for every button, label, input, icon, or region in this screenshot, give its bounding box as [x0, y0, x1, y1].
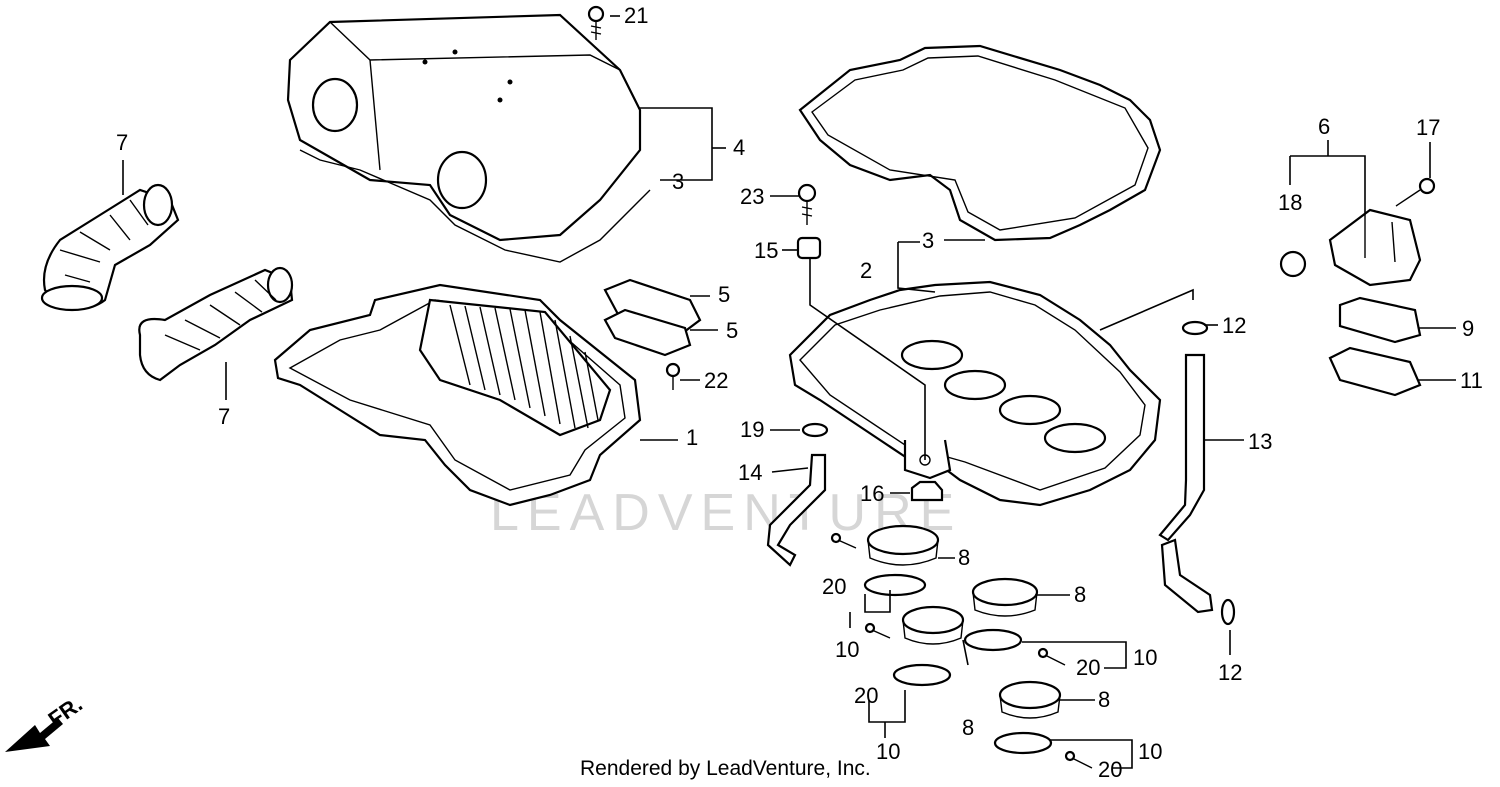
- callout-7-lower: 7: [218, 404, 230, 429]
- bolt-21: [587, 5, 605, 40]
- clip-19: [801, 422, 829, 438]
- callout-17: 17: [1416, 115, 1440, 140]
- callout-8c: 8: [962, 715, 974, 740]
- clamp-10c: [892, 663, 952, 687]
- clip-12-upper: [1181, 320, 1209, 336]
- callout-8a: 8: [958, 545, 970, 570]
- air-cleaner-cover: [286, 13, 651, 263]
- filter-9: [1338, 296, 1422, 344]
- callout-2: 2: [860, 258, 872, 283]
- grommet-15: [796, 236, 822, 260]
- clamp-10a: [863, 573, 927, 597]
- callout-10a: 10: [835, 637, 859, 662]
- grommet-16: [910, 480, 944, 502]
- callout-16: 16: [860, 481, 884, 506]
- callout-9: 9: [1462, 316, 1474, 341]
- callout-7-upper: 7: [116, 130, 128, 155]
- intake-boot-8c: [901, 605, 965, 645]
- callout-13: 13: [1248, 429, 1272, 454]
- intake-boot-8d: [998, 680, 1062, 719]
- air-cleaner-case: [788, 280, 1162, 507]
- bolt-17: [1395, 177, 1436, 207]
- intake-boot-8a: [866, 524, 940, 566]
- callout-15: 15: [754, 238, 778, 263]
- bolt-23: [797, 183, 817, 225]
- callout-3-right: 3: [922, 228, 934, 253]
- intake-duct-lower: [138, 266, 294, 382]
- callout-12-lower: 12: [1218, 660, 1242, 685]
- clamp-10d: [993, 731, 1053, 755]
- sensor-cover-6: [1328, 208, 1422, 287]
- callout-6: 6: [1318, 114, 1330, 139]
- callout-11: 11: [1460, 368, 1483, 393]
- callout-5-upper: 5: [718, 282, 730, 307]
- clip-12-lower: [1220, 598, 1236, 626]
- drain-tube-13: [1158, 353, 1214, 614]
- callout-22: 22: [704, 368, 728, 393]
- front-arrow-icon: [5, 718, 63, 752]
- grommet-18: [1279, 250, 1307, 278]
- callout-8d: 8: [1098, 687, 1110, 712]
- air-filter-element: [273, 283, 642, 507]
- callout-23: 23: [740, 184, 764, 209]
- callout-5-lower: 5: [726, 318, 738, 343]
- breather-cover: [603, 278, 702, 357]
- air-cleaner-gasket: [798, 44, 1162, 242]
- callout-10c: 10: [876, 739, 900, 764]
- intake-duct-upper: [40, 183, 180, 312]
- screw-22: [665, 362, 681, 390]
- render-credit: Rendered by LeadVenture, Inc.: [580, 757, 871, 780]
- leader-lines: [122, 15, 1456, 769]
- callout-10d: 10: [1138, 739, 1162, 764]
- callout-labels: 1 2 3 3 4 5 5 6 7 7 8 8 8 8 9 10 10 10 1…: [116, 3, 1483, 782]
- clamp-10b: [963, 628, 1023, 652]
- callout-20c: 20: [854, 683, 878, 708]
- callout-14: 14: [738, 460, 762, 485]
- callout-18: 18: [1278, 190, 1302, 215]
- callout-3-left: 3: [672, 169, 684, 194]
- callout-20a: 20: [822, 574, 846, 599]
- callout-12-upper: 12: [1222, 313, 1246, 338]
- intake-boot-8b: [971, 577, 1039, 617]
- callout-8b: 8: [1074, 582, 1086, 607]
- callout-1: 1: [686, 425, 698, 450]
- callout-21: 21: [624, 3, 648, 28]
- callout-10b: 10: [1133, 645, 1157, 670]
- breather-tube-14: [766, 453, 827, 567]
- case-11: [1328, 346, 1422, 397]
- callout-20d: 20: [1098, 757, 1122, 782]
- screws-20: [830, 532, 1093, 769]
- callout-4: 4: [733, 135, 745, 160]
- callout-20b: 20: [1076, 655, 1100, 680]
- callout-19: 19: [740, 417, 764, 442]
